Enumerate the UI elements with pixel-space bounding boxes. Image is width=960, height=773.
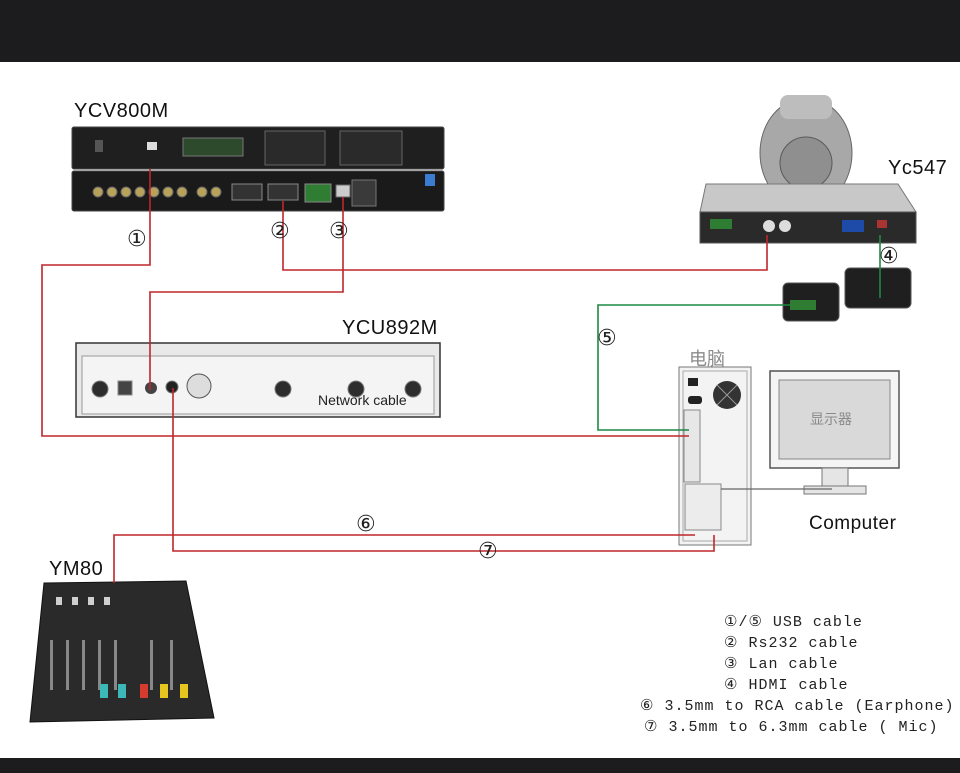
cable-usb-red: [41, 169, 689, 437]
ym80-label: YM80: [49, 558, 104, 580]
cable-marker-7: ⑦: [478, 539, 498, 564]
yc547-label: Yc547: [888, 157, 948, 179]
cable-earphone-red: [113, 534, 695, 583]
yc547-camera: [699, 95, 917, 244]
ycu892m-unit: [75, 342, 441, 418]
legend-item-mic: ⑦ 3.5mm to 6.3mm cable ( Mic): [644, 719, 939, 736]
legend-item-hdmi: ④ HDMI cable: [724, 677, 849, 694]
top-bar: [0, 0, 960, 62]
cable-marker-6: ⑥: [356, 512, 376, 537]
cable-usb-green: [597, 304, 790, 431]
monitor: [769, 370, 900, 495]
cable-legend: ①/⑤ USB cable ② Rs232 cable ③ Lan cable …: [640, 612, 955, 738]
cable-mic-red: [172, 388, 715, 552]
monitor-cn-label: 显示器: [810, 412, 852, 428]
ycv800m-front-unit: [71, 126, 445, 170]
cable-lan-red: [149, 197, 344, 390]
ycu892m-label: YCU892M: [342, 317, 438, 339]
ym80-mixer: [29, 580, 215, 723]
legend-item-lan: ③ Lan cable: [724, 656, 839, 673]
ycv800m-label: YCV800M: [74, 100, 169, 122]
ycv800m-rear-unit: [71, 170, 445, 212]
legend-item-rs232: ② Rs232 cable: [724, 635, 859, 652]
cable-rs232-red: [282, 201, 768, 271]
cable-marker-4: ④: [879, 244, 899, 269]
cable-marker-2: ②: [270, 219, 290, 244]
hdmi-capture-device: [782, 267, 912, 322]
bottom-bar: [0, 758, 960, 773]
computer-cn-label: 电脑: [689, 349, 725, 370]
cable-marker-1: ①: [127, 227, 147, 252]
network-cable-label: Network cable: [318, 392, 407, 408]
legend-item-usb: ①/⑤ USB cable: [724, 614, 863, 631]
cable-marker-5: ⑤: [597, 326, 617, 351]
legend-item-earphone: ⑥ 3.5mm to RCA cable (Earphone): [640, 698, 955, 715]
computer-tower: [678, 366, 752, 546]
computer-label: Computer: [809, 513, 897, 534]
cable-marker-3: ③: [329, 219, 349, 244]
